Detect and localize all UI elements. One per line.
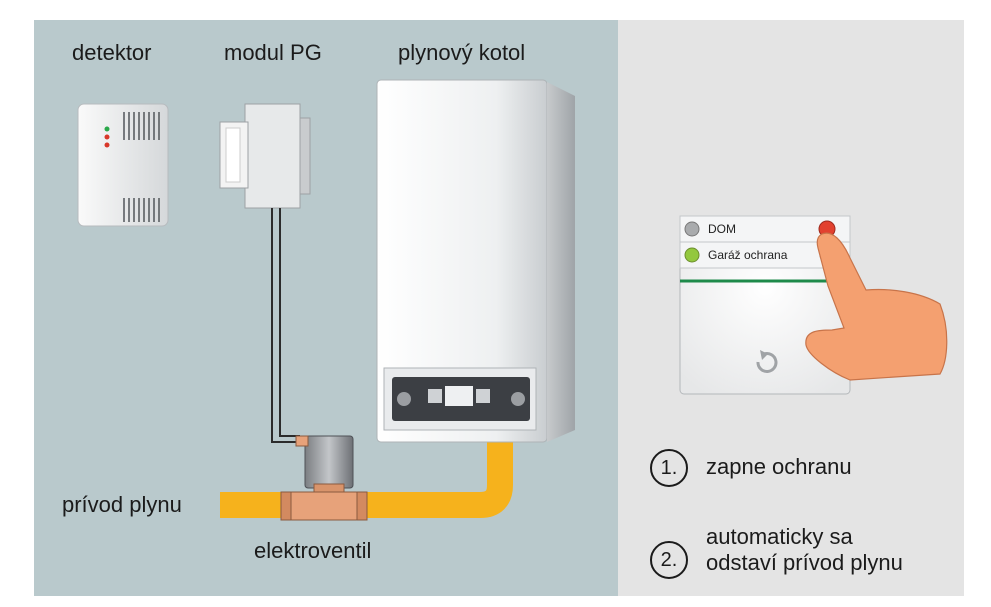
module-wires xyxy=(271,208,300,443)
zone-garage-label: Garáž ochrana xyxy=(708,248,788,262)
zone-dom-label: DOM xyxy=(708,222,736,236)
boiler-device xyxy=(376,79,575,443)
hand-pointer xyxy=(805,232,948,381)
gas-pipe xyxy=(220,440,513,518)
module-label: modul PG xyxy=(224,40,322,65)
detector-device xyxy=(77,103,169,227)
gas-supply-label: prívod plynu xyxy=(62,492,182,517)
step-2-text-line2: odstaví prívod plynu xyxy=(706,550,903,575)
step-1-number: 1. xyxy=(650,449,688,487)
boiler-label: plynový kotol xyxy=(398,40,526,65)
electro-valve xyxy=(280,435,368,521)
module-pg-device xyxy=(219,103,311,209)
step-1-text: zapne ochranu xyxy=(706,454,852,479)
step-2-number: 2. xyxy=(650,541,688,579)
detector-label: detektor xyxy=(72,40,152,65)
step-2-text-line1: automaticky sa xyxy=(706,524,853,549)
valve-label: elektroventil xyxy=(254,538,372,563)
